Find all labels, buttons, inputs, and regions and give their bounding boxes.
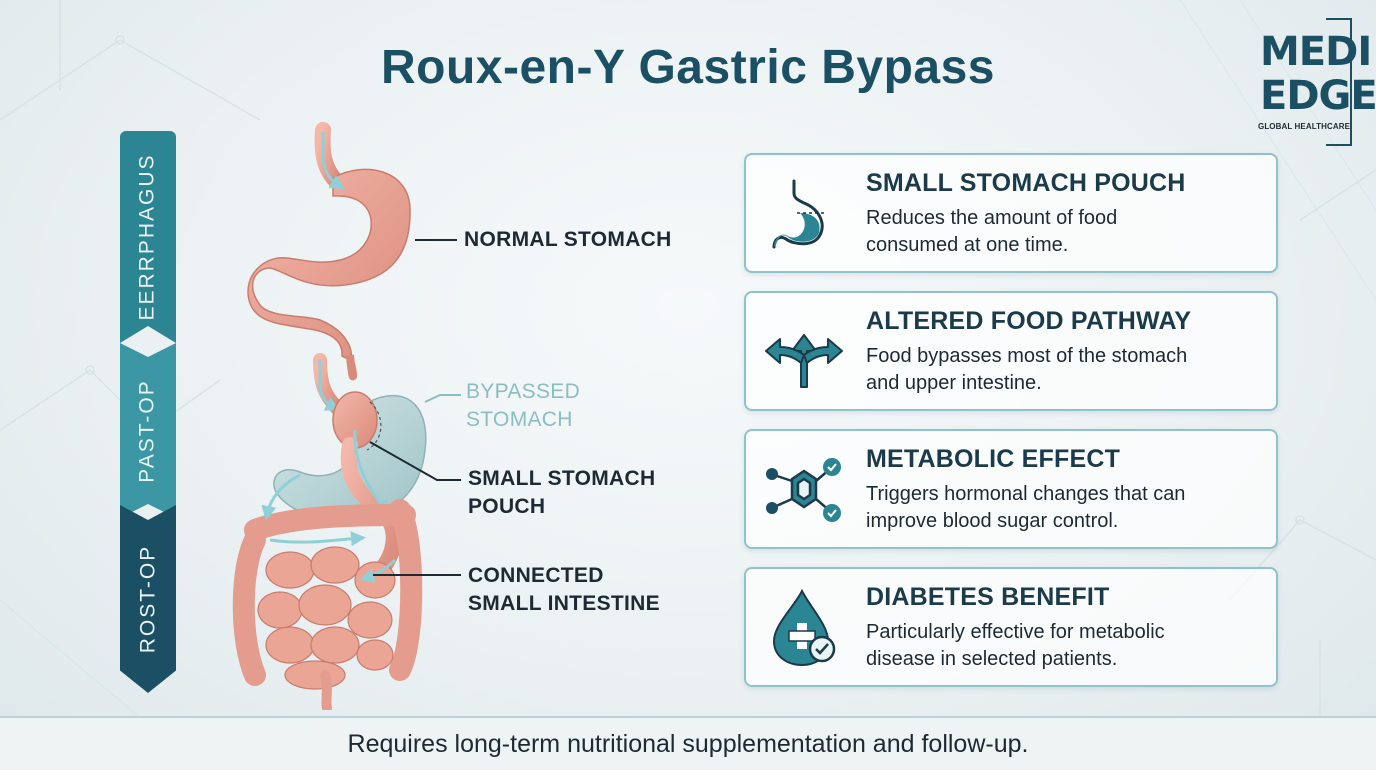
card-1-line-1: Reduces the amount of food (866, 207, 1118, 229)
card-2-description: Food bypasses most of the stomach and up… (866, 343, 1271, 397)
footer-note: Requires long-term nutritional supplemen… (347, 730, 1029, 758)
card-2-title: ALTERED FOOD PATHWAY (866, 307, 1192, 335)
stage-label-3: ROST-OP (136, 544, 160, 654)
anatomy-illustration (232, 122, 461, 710)
label-bypassed-stomach-1: BYPASSED (466, 380, 581, 403)
label-small-pouch-2: POUCH (468, 495, 546, 518)
molecule-icon (766, 458, 841, 522)
logo-frame (1326, 18, 1352, 146)
stomach-pouch-icon (772, 179, 824, 249)
stage-esophagus: EERRPHAGUS (120, 131, 176, 343)
page-title: Roux-en-Y Gastric Bypass (381, 41, 995, 94)
card-3-title: METABOLIC EFFECT (866, 445, 1121, 473)
normal-stomach (247, 122, 411, 381)
label-intestine-2: SMALL INTESTINE (468, 592, 660, 615)
card-2-line-1: Food bypasses most of the stomach (866, 345, 1188, 367)
bypass-anatomy (232, 353, 427, 710)
label-normal-stomach: NORMAL STOMACH (464, 228, 672, 251)
stage-past-op: PAST-OP (120, 343, 176, 518)
blood-drop-icon (772, 588, 836, 667)
card-metabolic-effect: METABOLIC EFFECT Triggers hormonal chang… (744, 429, 1278, 549)
split-arrows-icon (765, 334, 843, 388)
label-intestine-1: CONNECTED (468, 564, 604, 587)
label-bypassed-stomach-2: STOMACH (466, 408, 573, 431)
leader-lines (369, 239, 461, 576)
card-1-description: Reduces the amount of food consumed at o… (866, 205, 1271, 259)
card-3-line-1: Triggers hormonal changes that can (866, 483, 1186, 505)
card-small-stomach-pouch: SMALL STOMACH POUCH Reduces the amount o… (744, 153, 1278, 273)
card-2-line-2: and upper intestine. (866, 372, 1042, 394)
card-4-line-1: Particularly effective for metabolic (866, 621, 1165, 643)
logo-line-2: EDGE (1260, 73, 1376, 119)
stage-label-2: PAST-OP (136, 378, 159, 483)
stage-label-1: EERRPHAGUS (136, 153, 159, 321)
card-1-line-2: consumed at one time. (866, 234, 1069, 256)
footer: Requires long-term nutritional supplemen… (0, 716, 1376, 770)
label-small-pouch-1: SMALL STOMACH (468, 467, 656, 490)
logo-line-1: MEDI (1260, 29, 1372, 75)
card-4-line-2: disease in selected patients. (866, 648, 1118, 670)
logo-tagline: GLOBAL HEALTHCARE (1258, 122, 1351, 131)
stage-rost-op: ROST-OP (120, 505, 176, 693)
card-3-line-2: improve blood sugar control. (866, 510, 1119, 532)
card-4-title: DIABETES BENEFIT (866, 583, 1110, 611)
stage-bar: EERRPHAGUS PAST-OP ROST-OP (120, 131, 176, 693)
card-diabetes-benefit: DIABETES BENEFIT Particularly effective … (744, 567, 1278, 687)
card-3-description: Triggers hormonal changes that can impro… (866, 481, 1271, 535)
card-1-title: SMALL STOMACH POUCH (866, 169, 1186, 197)
card-altered-food-pathway: ALTERED FOOD PATHWAY Food bypasses most … (744, 291, 1278, 411)
logo: MEDI EDGE GLOBAL HEALTHCARE (1258, 18, 1376, 146)
card-4-description: Particularly effective for metabolic dis… (866, 619, 1271, 673)
